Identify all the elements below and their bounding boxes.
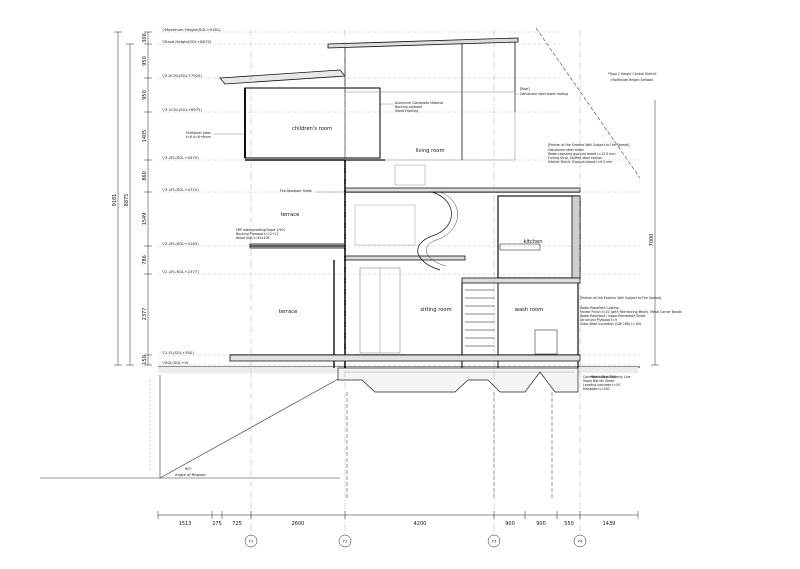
dimension-value: 900 <box>505 521 515 527</box>
grid-label: Y3 <box>492 539 497 544</box>
note-frp: Wood Joist t=45x105 <box>236 236 270 240</box>
grid-label: Y4 <box>578 539 583 544</box>
level-label: ▽Eave Height(SGL+8875) <box>162 39 212 44</box>
note-wall1: Furring Strip, Stuffed steel section <box>548 156 602 160</box>
height-district-note: *Type 2 Height Control District <box>608 72 657 76</box>
level-label: ▽3-1CHL(SGL+6975) <box>162 107 203 112</box>
room-labels: children's room living room terrace kitc… <box>279 126 544 315</box>
note-wall2: Structural Plywood t=9 <box>580 318 617 322</box>
room-label-wash: wash room <box>515 307 543 313</box>
note-fire-sheet: Fire-Resistant Sheet <box>280 189 313 193</box>
level-label: ▽3-2CHL(SGL+7925) <box>162 73 203 78</box>
dimension-value: 550 <box>564 521 574 527</box>
dimension-value: 1513 <box>179 521 192 527</box>
note-aluminum: Sheet Framing <box>395 109 418 113</box>
note-multilayer: t=6 A=6+6mm <box>186 135 211 139</box>
level-label: ▽2-1FL(SGL+2377) <box>162 269 199 274</box>
dimension-value: 275 <box>212 521 222 527</box>
property-line-note: *North Side Property Line <box>590 375 631 379</box>
foundation-note: Concrete slab t=200 <box>583 375 616 379</box>
note-wall1: Water-resistant gypsum board t=12.5 mm <box>548 152 615 156</box>
dimension-value: 306 <box>142 33 148 43</box>
dimension-value: 4200 <box>414 521 427 527</box>
level-label: ▽2-2FL(SGL+3163) <box>162 241 199 246</box>
grid-label: Y1 <box>249 539 254 544</box>
note-wall2: Glass Wool Insulation (GW 16K) t=100 <box>580 322 641 326</box>
dimension-value: 950 <box>142 56 148 66</box>
dimension-value: 786 <box>142 255 148 265</box>
grid-lines <box>250 30 581 535</box>
note-frp: Backing Plywood t=12+12 <box>236 232 279 236</box>
room-label-terrace-upper: terrace <box>281 212 300 218</box>
note-wall2: Water-Resistant / Vapor-Permeable Sheet <box>580 314 646 318</box>
dimension-value: 2600 <box>292 521 305 527</box>
note-wall2: Water-Repellent Coating <box>580 306 619 310</box>
dimension-value: 950 <box>142 90 148 100</box>
grid-label: Y2 <box>343 539 348 544</box>
level-label: ▽1-FL(SGL+350) <box>162 350 194 355</box>
eave-height-value: 8875 <box>124 194 130 207</box>
left-dimension-values: 306 950 950 1405 860 1549 786 2377 150 9… <box>112 33 148 365</box>
angle-value: 60° <box>185 466 192 471</box>
note-aluminum: Backing plywood <box>395 105 422 109</box>
level-label: ▽3-1FL(SGL+4710) <box>162 187 199 192</box>
room-label-sitting: sitting room <box>420 307 451 313</box>
building-structure <box>219 37 581 368</box>
foundation <box>337 367 579 393</box>
annotations: Aluminum Composite Material Backing plyw… <box>186 87 682 326</box>
note-frp: FRP waterproofing(Slope 1/50) <box>236 228 285 232</box>
bottom-dimension-values: 1513 275 725 2600 4200 900 900 550 1439 <box>179 521 616 527</box>
dimension-value: 2377 <box>142 308 148 321</box>
total-height-value: 9181 <box>112 194 118 207</box>
dimension-value: 725 <box>232 521 242 527</box>
foundation-note: Leveling concrete t=50 <box>583 383 620 387</box>
dimension-value: 1549 <box>142 213 148 226</box>
note-multilayer: Multilayer glass <box>186 131 211 135</box>
foundation-piles <box>346 392 553 500</box>
level-labels: ▽Maximum Height(SGL+9181) ▽Eave Height(S… <box>162 27 221 365</box>
foundation-note: Vapor Barrier Sheet <box>583 379 615 383</box>
right-height-value: 7000 <box>649 234 655 247</box>
left-dimension-lines <box>114 31 152 366</box>
room-label-children: children's room <box>292 126 332 132</box>
note-roof-title: [Roof] <box>520 87 530 91</box>
note-wall1-title: [Portion of the Exterior Wall Subject to… <box>548 143 629 147</box>
dimension-value: 1439 <box>603 521 616 527</box>
note-wall1: Interior Finish: Gypsum board t=9.5 mm <box>548 160 612 164</box>
room-label-living: living room <box>415 148 444 154</box>
right-dimension <box>651 100 659 366</box>
setback-note: ▽Northside Height Setback <box>610 78 653 82</box>
dimension-value: 860 <box>142 171 148 181</box>
note-wall2: Mortar Finish t=20 (with Reinforcing Mes… <box>580 310 682 314</box>
note-wall2-title: [Portion of the Exterior Wall Subject to… <box>580 296 661 300</box>
note-roof: Galvalume steel sheet roofing <box>520 92 568 96</box>
level-label: ▽SGL(SGL+0) <box>162 360 189 365</box>
note-wall1: Galvalume steel sheet <box>548 148 584 152</box>
dimension-value: 150 <box>142 355 148 365</box>
note-aluminum: Aluminum Composite Material <box>395 101 443 105</box>
dimension-value: 900 <box>536 521 546 527</box>
room-label-kitchen: kitchen <box>523 239 542 245</box>
angle-label: Angle of Repose <box>175 472 206 477</box>
setback-line <box>535 27 641 179</box>
dimension-value: 1405 <box>142 130 148 143</box>
grid-bubbles: Y1 Y2 Y3 Y4 <box>244 534 587 548</box>
room-label-terrace-lower: terrace <box>279 309 298 315</box>
level-label: ▽Maximum Height(SGL+9181) <box>162 27 221 32</box>
bottom-dimension-lines <box>157 511 639 519</box>
level-label: ▽3-2FL(SGL+5570) <box>162 155 199 160</box>
foundation-note: Macadam t=100 <box>583 387 610 391</box>
